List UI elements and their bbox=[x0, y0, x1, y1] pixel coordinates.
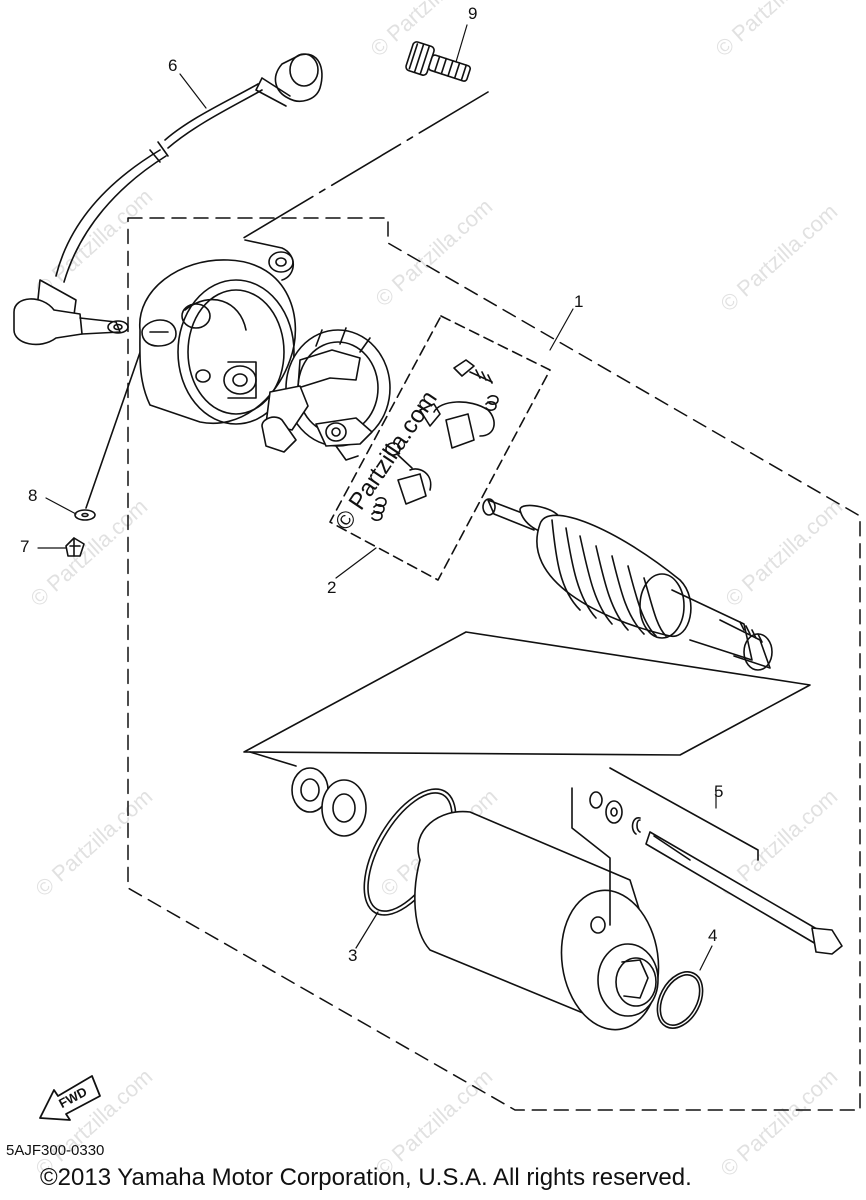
copyright-notice: ©2013 Yamaha Motor Corporation, U.S.A. A… bbox=[40, 1164, 692, 1191]
armature-leader-plane bbox=[243, 631, 811, 756]
callout-4: 4 bbox=[708, 926, 718, 945]
callout-5: 5 bbox=[714, 782, 724, 801]
thrust-washers bbox=[291, 767, 367, 837]
bolt-9 bbox=[405, 41, 472, 82]
fwd-arrow-icon bbox=[39, 1075, 101, 1121]
brush-holder bbox=[261, 327, 391, 461]
yoke-housing bbox=[414, 810, 660, 1031]
assembly-outline bbox=[127, 217, 861, 1111]
brush-kit-box bbox=[329, 315, 551, 581]
callout-7: 7 bbox=[20, 537, 30, 556]
brush-kit-parts bbox=[371, 359, 499, 521]
bolt-9-leader bbox=[239, 91, 489, 241]
bolt-5-parts bbox=[589, 791, 843, 955]
screw-7 bbox=[65, 537, 85, 557]
callout-1: 1 bbox=[574, 292, 584, 311]
callout-2: 2 bbox=[327, 578, 337, 597]
armature bbox=[482, 498, 773, 671]
callout-3: 3 bbox=[348, 946, 358, 965]
callout-9: 9 bbox=[468, 4, 478, 23]
terminal-leader bbox=[85, 337, 146, 509]
diagram-code: 5AJF300-0330 bbox=[6, 1142, 105, 1159]
callout-leaders bbox=[37, 24, 717, 971]
callout-6: 6 bbox=[168, 56, 178, 75]
front-cover bbox=[139, 239, 297, 425]
lead-wire-6 bbox=[13, 53, 323, 346]
bolt-group-leader bbox=[571, 767, 759, 926]
o-ring-4 bbox=[656, 971, 704, 1029]
callout-8: 8 bbox=[28, 486, 38, 505]
seal-leader bbox=[249, 751, 297, 767]
washer-8 bbox=[74, 509, 96, 521]
